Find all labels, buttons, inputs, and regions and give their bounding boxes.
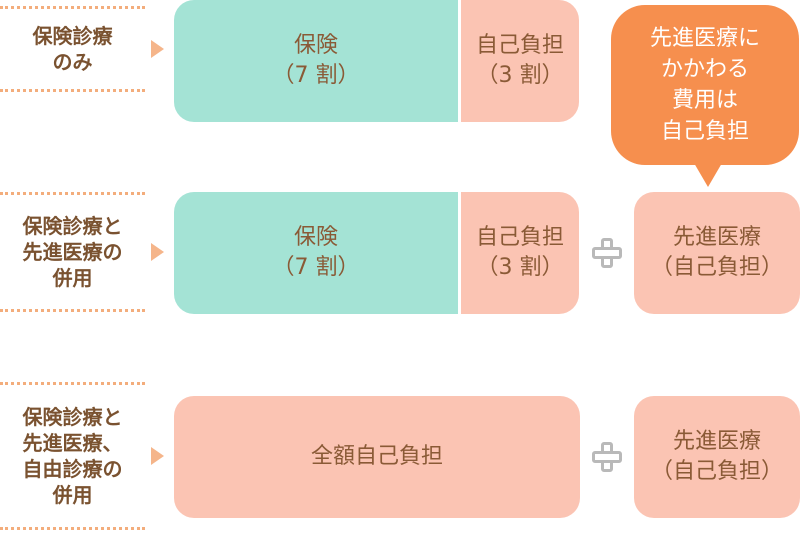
arrow-right-icon <box>151 40 164 58</box>
row-label-line: 保険診療と <box>22 214 123 238</box>
row-label-line: 併用 <box>52 266 93 290</box>
callout-line: 先進医療に <box>649 26 760 51</box>
insurance-ratio: （7 割） <box>272 63 360 88</box>
self-pay-ratio: （3 割） <box>476 255 564 280</box>
self-pay-title: 自己負担 <box>475 33 564 58</box>
self-pay-box: 自己負担 （3 割） <box>461 192 579 314</box>
insurance-title: 保険 <box>293 33 338 58</box>
row-label-line: のみ <box>52 50 93 74</box>
advanced-care-note: （自己負担） <box>650 459 783 484</box>
insurance-ratio: （7 割） <box>272 255 360 280</box>
row-label-line: 先進医療、 <box>22 431 123 455</box>
insurance-title: 保険 <box>293 225 338 250</box>
row-label-line: 併用 <box>52 483 93 507</box>
callout-line: かかわる <box>660 57 749 82</box>
self-pay-title: 自己負担 <box>475 225 564 250</box>
arrow-right-icon <box>151 243 164 261</box>
row-label-line: 保険診療と <box>22 405 123 429</box>
plus-icon <box>592 442 622 472</box>
callout-line: 自己負担 <box>660 119 749 144</box>
row-label-line: 保険診療 <box>32 24 113 48</box>
full-self-pay-label: 全額自己負担 <box>310 444 443 469</box>
callout-bubble: 先進医療に かかわる 費用は 自己負担 <box>611 5 799 165</box>
row-label-insurance-only: 保険診療 のみ <box>0 6 145 92</box>
callout-tail <box>694 163 722 187</box>
advanced-care-title: 先進医療 <box>672 225 761 250</box>
insurance-box: 保険 （7 割） <box>174 192 458 314</box>
row-label-line: 自由診療の <box>22 457 123 481</box>
advanced-care-note: （自己負担） <box>650 255 783 280</box>
insurance-box: 保険 （7 割） <box>174 0 458 122</box>
advanced-care-box: 先進医療 （自己負担） <box>634 192 800 314</box>
arrow-right-icon <box>151 447 164 465</box>
advanced-care-box: 先進医療 （自己負担） <box>634 396 800 518</box>
row-label-insurance-advanced-free: 保険診療と 先進医療、 自由診療の 併用 <box>0 382 145 530</box>
callout-line: 費用は <box>671 88 738 113</box>
self-pay-ratio: （3 割） <box>476 63 564 88</box>
advanced-care-title: 先進医療 <box>672 429 761 454</box>
row-label-insurance-advanced: 保険診療と 先進医療の 併用 <box>0 192 145 312</box>
self-pay-box: 自己負担 （3 割） <box>461 0 579 122</box>
full-self-pay-box: 全額自己負担 <box>174 396 580 518</box>
row-label-line: 先進医療の <box>22 240 123 264</box>
plus-icon <box>592 238 622 268</box>
